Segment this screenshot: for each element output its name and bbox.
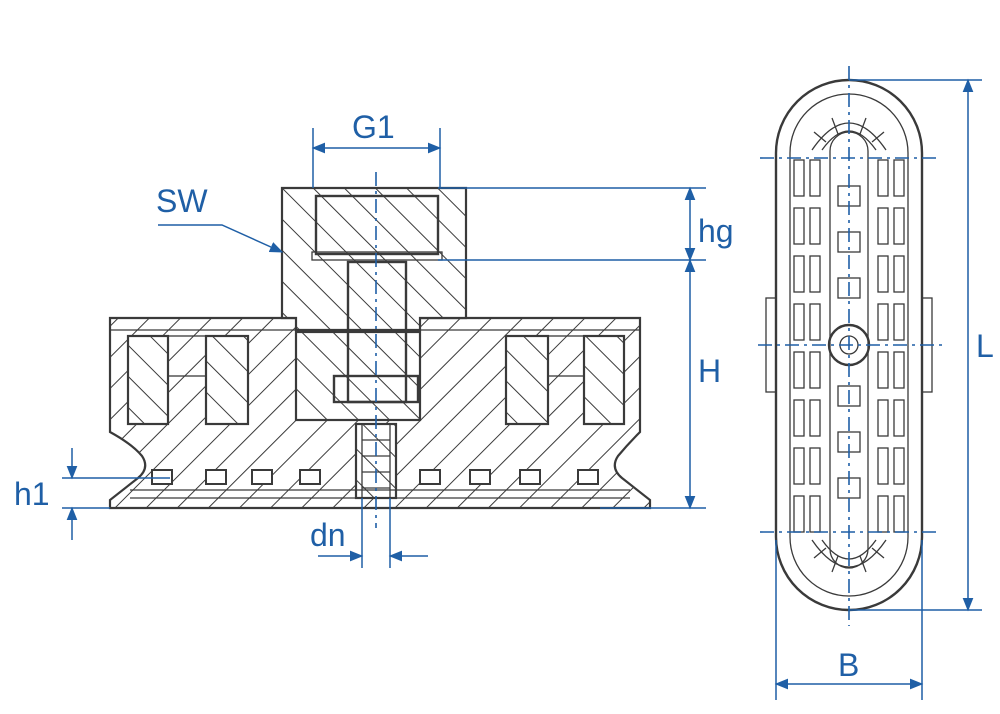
pocket-right-outer bbox=[582, 334, 626, 426]
pad-cell-grid bbox=[793, 159, 905, 533]
sealing-ribs bbox=[130, 469, 630, 499]
pocket-left-outer bbox=[126, 334, 170, 426]
pocket-left-gap bbox=[167, 335, 207, 377]
label-b: B bbox=[838, 647, 859, 683]
label-g1: G1 bbox=[352, 109, 395, 145]
pocket-right-gap bbox=[547, 335, 585, 377]
pocket-left-inner bbox=[204, 334, 250, 426]
label-h: H bbox=[698, 353, 721, 389]
label-h1: h1 bbox=[14, 476, 50, 512]
threaded-fitting bbox=[280, 186, 468, 332]
label-sw: SW bbox=[156, 183, 208, 219]
label-l: L bbox=[976, 328, 994, 364]
top-view: L B bbox=[758, 66, 994, 700]
label-dn: dn bbox=[310, 517, 346, 553]
pocket-right-inner bbox=[504, 334, 550, 426]
label-hg: hg bbox=[698, 213, 734, 249]
thread-bore bbox=[314, 194, 440, 256]
section-view: G1 SW hg H h1 dn bbox=[14, 109, 734, 568]
